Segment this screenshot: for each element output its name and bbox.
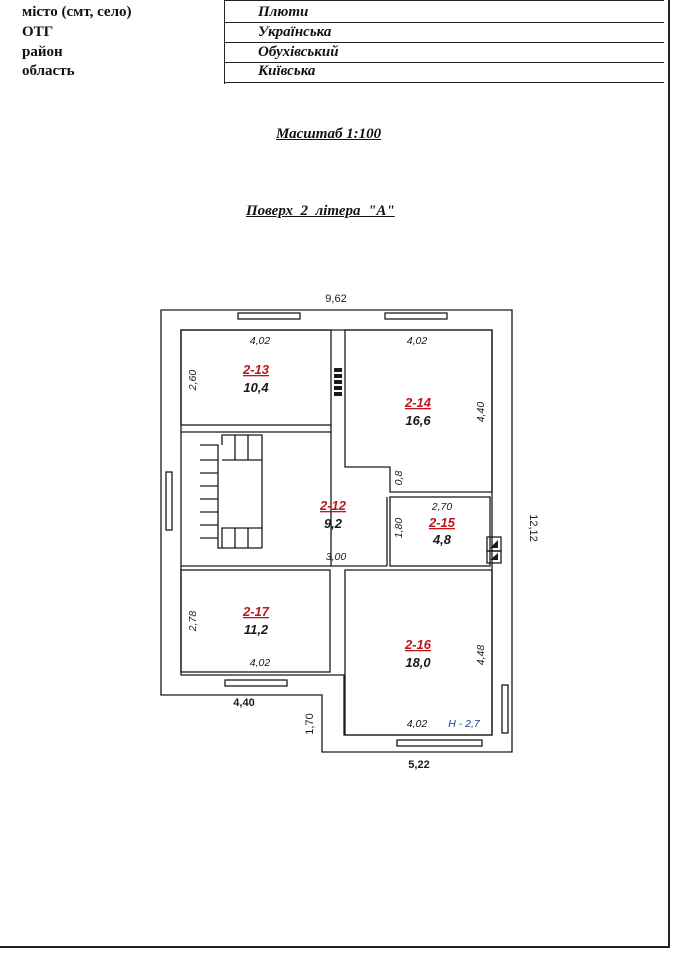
room-height-2-12: 0,8	[393, 471, 405, 486]
dim-overall-width: 9,62	[325, 293, 346, 305]
header-rule	[224, 62, 664, 63]
room-height-2-16: 4,48	[475, 645, 487, 666]
value-city: Плюти	[258, 4, 309, 20]
room-width-2-16: 4,02	[407, 718, 428, 730]
header-rule	[224, 42, 664, 43]
ceiling-height: Н - 2,7	[448, 718, 481, 730]
label-city: місто (смт, село)	[22, 4, 132, 20]
floor-title: Поверх 2 літера "А"	[246, 203, 395, 219]
room-id-2-13: 2-13	[242, 362, 270, 377]
window	[396, 739, 483, 747]
room-id-2-14: 2-14	[404, 395, 432, 410]
vent-shaft	[486, 550, 502, 564]
window	[384, 312, 448, 320]
room-2-15-outline	[389, 496, 491, 567]
vent-duct-icon	[334, 374, 342, 378]
room-area-2-17: 11,2	[244, 622, 269, 637]
value-region: Київська	[258, 63, 316, 79]
room-width-2-13: 4,02	[250, 335, 271, 347]
room-id-2-17: 2-17	[242, 604, 270, 619]
room-id-2-15: 2-15	[428, 515, 456, 530]
room-area-2-15: 4,8	[432, 532, 452, 547]
vent-duct-icon	[334, 380, 342, 384]
room-height-2-17: 2,78	[187, 611, 199, 633]
room-width-2-12: 3,00	[326, 551, 347, 563]
room-2-17-outline	[180, 569, 331, 673]
header-rule	[224, 0, 664, 1]
room-id-2-12: 2-12	[319, 498, 347, 513]
header-rule	[224, 82, 664, 83]
dim-step: 1,70	[304, 713, 316, 734]
scale-title: Масштаб 1:100	[276, 126, 382, 142]
room-area-2-13: 10,4	[243, 380, 269, 395]
room-height-2-14: 4,40	[475, 402, 487, 423]
dim-overall-height: 12,12	[527, 514, 539, 542]
vent-duct-icon	[334, 392, 342, 396]
label-community: ОТГ	[22, 24, 54, 40]
window	[501, 684, 509, 734]
window	[237, 312, 301, 320]
outer-wall	[160, 309, 513, 753]
header-rule	[224, 22, 664, 23]
sheet-frame-right	[668, 0, 670, 948]
value-district: Обухівський	[258, 44, 339, 60]
room-width-2-17: 4,02	[250, 657, 271, 669]
room-height-2-15: 1,80	[393, 518, 405, 539]
room-2-14-outline	[344, 329, 493, 493]
vent-duct-icon	[334, 368, 342, 372]
room-2-16-outline	[344, 569, 493, 736]
vent-duct-icon	[490, 540, 498, 560]
room-2-13-outline	[180, 329, 332, 426]
dim-bottom-right: 5,22	[408, 759, 429, 771]
vent-duct-icon	[334, 386, 342, 390]
room-area-2-14: 16,6	[405, 413, 431, 428]
label-region: область	[22, 63, 75, 79]
label-district: район	[22, 44, 63, 60]
sheet-frame-bottom	[0, 946, 670, 948]
staircase	[200, 434, 263, 549]
room-id-2-16: 2-16	[404, 637, 432, 652]
room-area-2-12: 9,2	[324, 516, 343, 531]
room-area-2-16: 18,0	[405, 655, 431, 670]
room-width-2-14: 4,02	[407, 335, 428, 347]
window	[224, 679, 288, 687]
window	[165, 471, 173, 531]
value-community: Українська	[258, 24, 332, 40]
room-width-2-15: 2,70	[431, 501, 453, 513]
dim-bottom-left: 4,40	[233, 697, 254, 709]
room-height-2-13: 2,60	[187, 370, 199, 392]
